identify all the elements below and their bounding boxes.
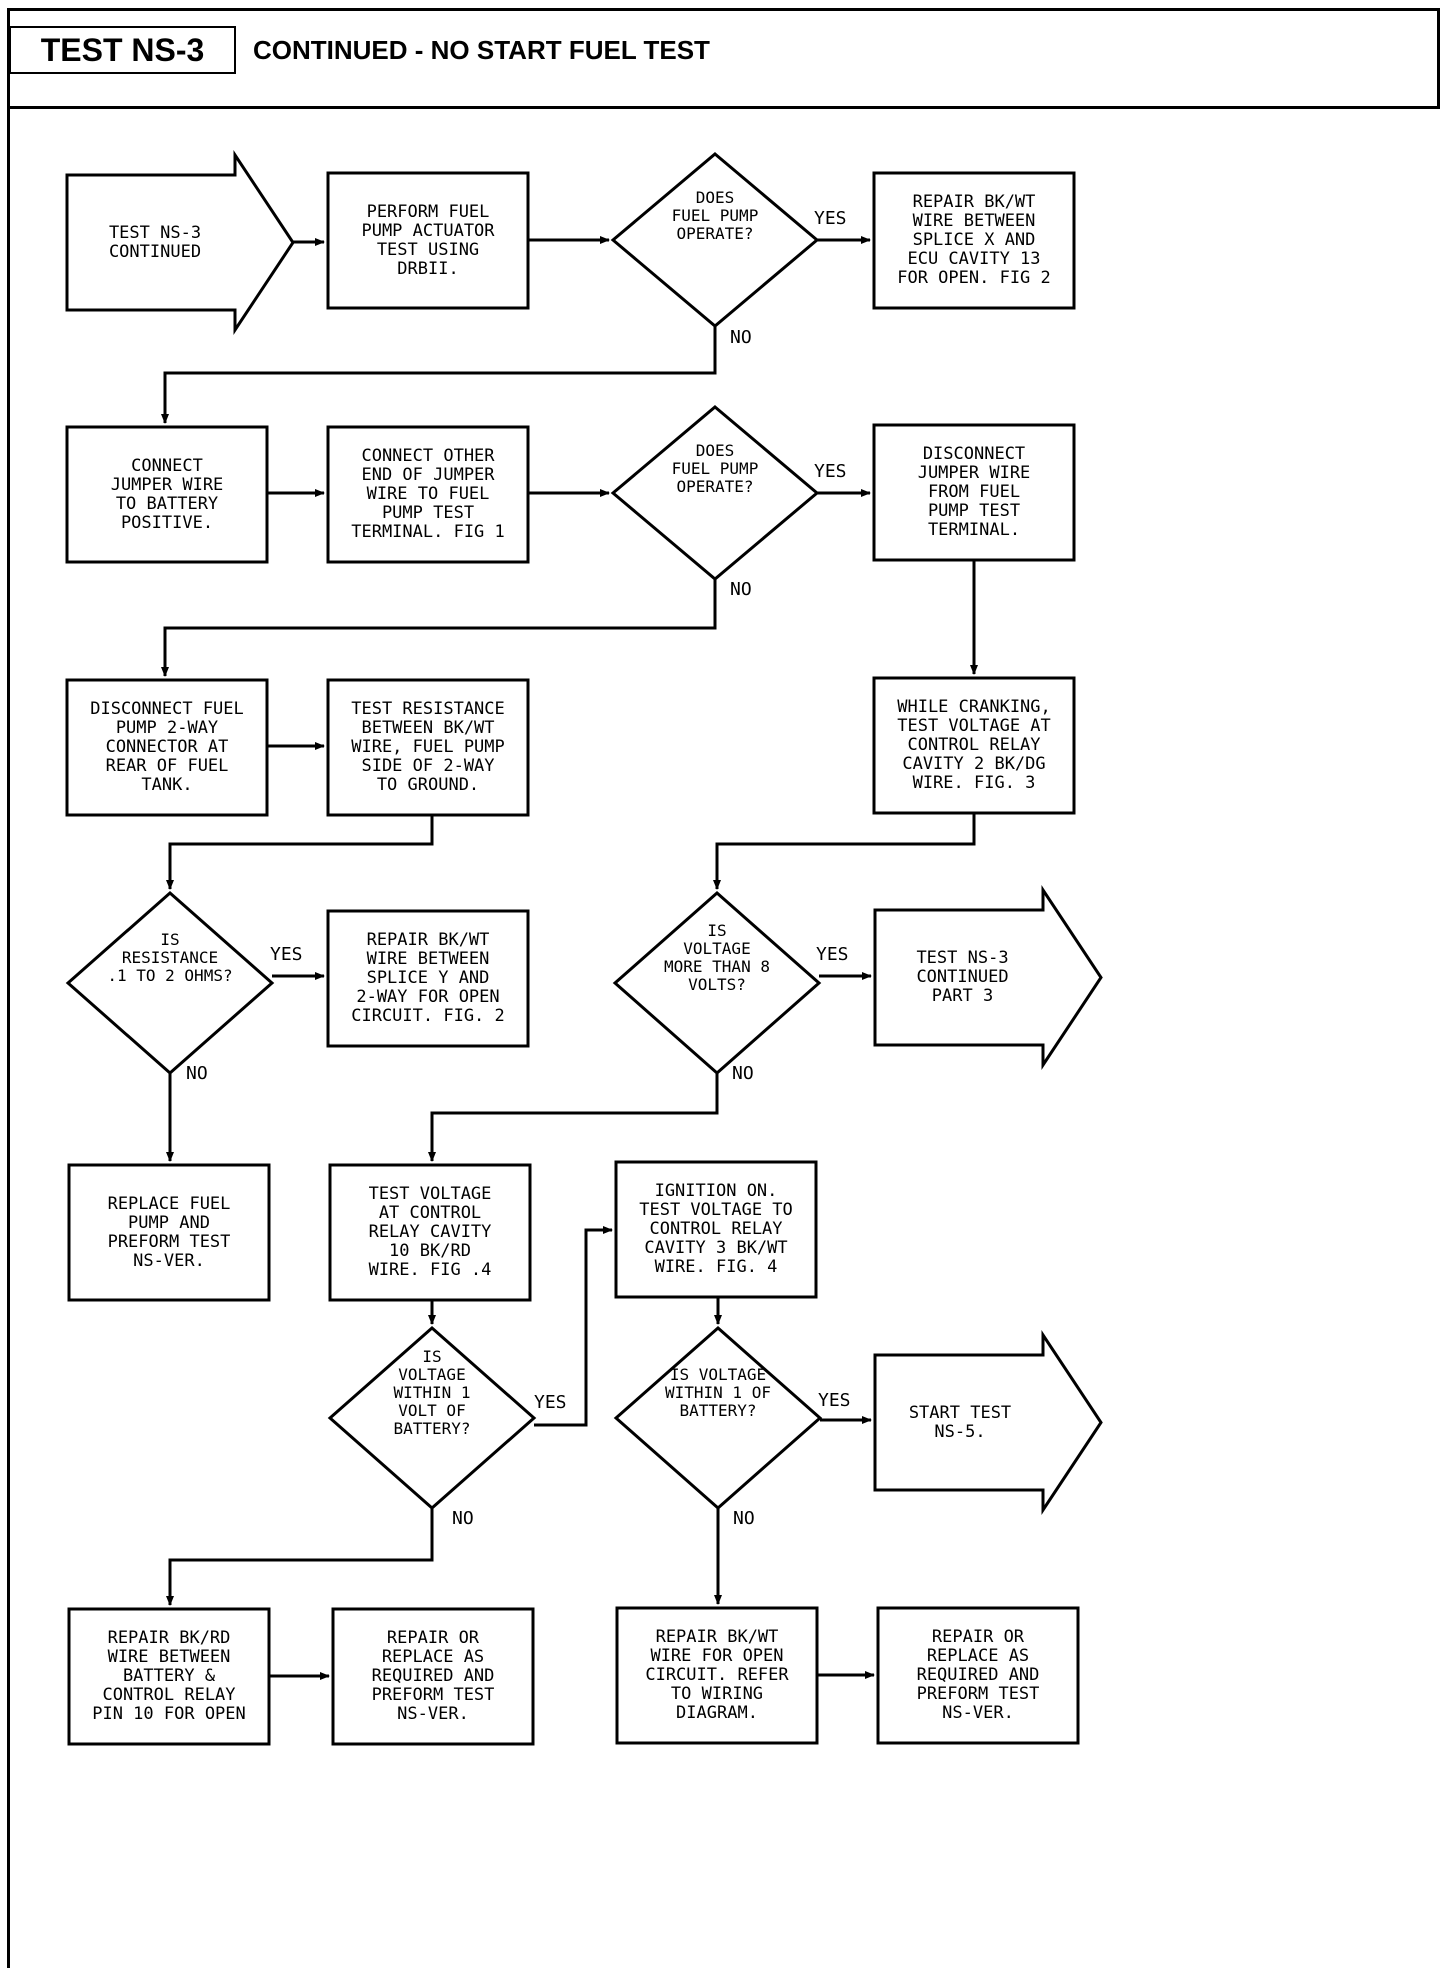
page-title: CONTINUED - NO START FUEL TEST xyxy=(253,34,710,65)
decision-diamond-d2 xyxy=(610,405,820,581)
process-box-n10 xyxy=(67,1163,271,1302)
label-yes-d2: YES xyxy=(814,461,847,482)
process-box-n15 xyxy=(615,1606,819,1745)
offpage-arrow-a3 xyxy=(873,1330,1103,1515)
offpage-arrow-a2 xyxy=(873,885,1103,1070)
offpage-arrow-start xyxy=(65,150,295,335)
connector-d2-n6 xyxy=(161,579,717,677)
process-box-n9 xyxy=(326,909,530,1048)
label-no-d2: NO xyxy=(730,579,752,600)
process-box-n7 xyxy=(326,678,530,817)
label-no-d4: NO xyxy=(732,1063,754,1084)
frame-right xyxy=(1437,8,1440,108)
connector-n8-d4 xyxy=(713,813,976,890)
label-yes-d5: YES xyxy=(534,1392,567,1413)
flow-connectors xyxy=(161,236,978,1680)
process-box-n14 xyxy=(331,1607,535,1746)
process-box-n3 xyxy=(65,425,269,564)
label-no-d3: NO xyxy=(186,1063,208,1084)
decision-diamond-d3 xyxy=(65,890,275,1076)
label-yes-d4: YES xyxy=(816,944,849,965)
frame-left xyxy=(7,8,10,1968)
decision-diamond-d5 xyxy=(327,1325,537,1511)
connector-d4-n11 xyxy=(428,1073,719,1162)
label-yes-d6: YES xyxy=(818,1390,851,1411)
process-box-n16 xyxy=(876,1606,1080,1745)
connector-n7-d3 xyxy=(166,815,434,890)
process-box-n2 xyxy=(872,171,1076,310)
label-no-d1: NO xyxy=(730,327,752,348)
flow-shapes xyxy=(65,150,1103,1746)
decision-diamond-d4 xyxy=(612,890,822,1076)
process-box-n6 xyxy=(65,678,269,817)
process-box-n5 xyxy=(872,423,1076,562)
label-no-d5: NO xyxy=(452,1508,474,1529)
process-box-n13 xyxy=(67,1607,271,1746)
label-yes-d3: YES xyxy=(270,944,303,965)
connector-d5-n12 xyxy=(534,1226,613,1427)
decision-diamond-d1 xyxy=(610,152,820,328)
test-id: TEST NS-3 xyxy=(40,31,205,68)
header-divider xyxy=(7,106,1440,109)
process-box-n1 xyxy=(326,171,530,310)
frame-top xyxy=(7,8,1439,11)
label-no-d6: NO xyxy=(733,1508,755,1529)
test-id-box: TEST NS-3 xyxy=(9,26,236,74)
label-yes-d1: YES xyxy=(814,208,847,229)
decision-diamond-d6 xyxy=(613,1325,823,1511)
process-box-n4 xyxy=(326,425,530,564)
process-box-n12 xyxy=(614,1160,818,1299)
process-box-n8 xyxy=(872,676,1076,815)
process-box-n11 xyxy=(328,1163,532,1302)
connector-d5-n13 xyxy=(166,1508,434,1606)
connector-d1-n3 xyxy=(161,326,717,424)
